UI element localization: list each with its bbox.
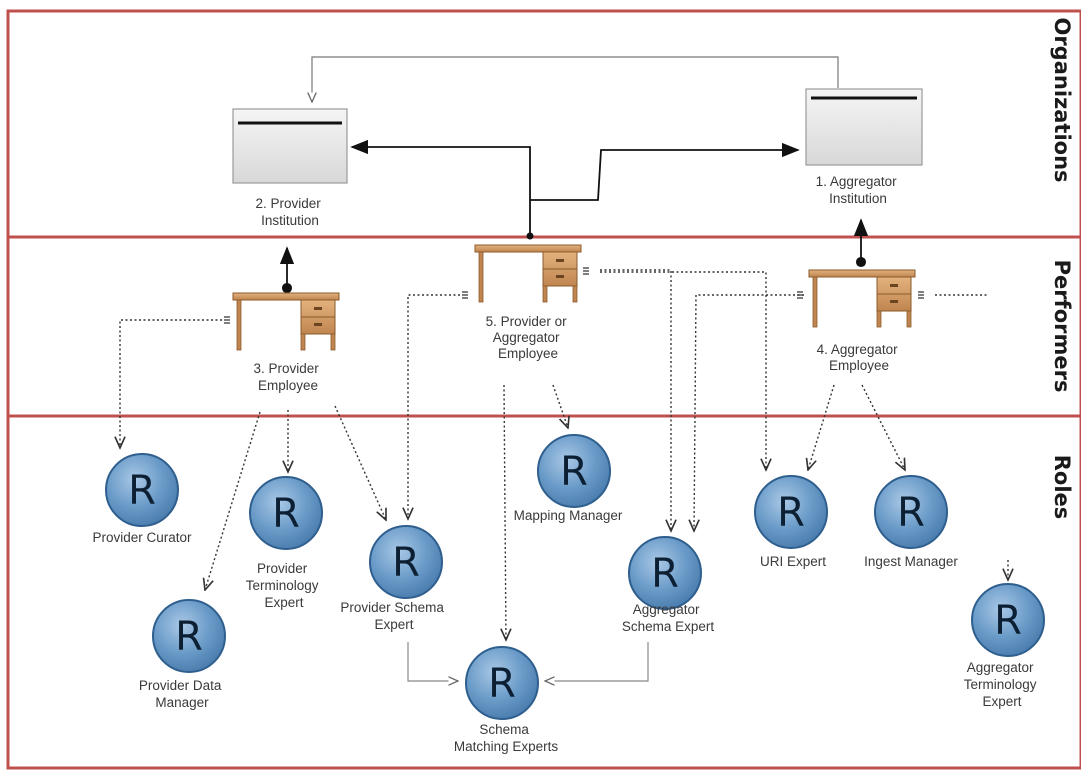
svg-text:R: R: [488, 661, 516, 707]
role-aggregator-terminology-expert: R Aggregator Terminology Expert: [964, 583, 1045, 709]
role-provider-terminology-expert: R Provider Terminology Expert: [246, 476, 323, 610]
junction-dot: [526, 232, 534, 240]
link-p5-to-aggregator-institution: [530, 142, 800, 201]
link-provider-schema-to-matching: [407, 642, 458, 681]
svg-text:R: R: [560, 449, 588, 495]
aggregator-institution: 1. Aggregator Institution: [805, 88, 923, 206]
connectors: [120, 56, 1008, 681]
provider-or-aggregator-employee: 5. Provider or Aggregator Employee: [474, 244, 582, 361]
role-uri-expert: R URI Expert: [754, 475, 828, 569]
svg-text:Mapping Manager: Mapping Manager: [514, 508, 623, 523]
lane-label-organizations: Organizations: [1050, 17, 1074, 182]
link-aggregator-schema-to-matching: [545, 642, 649, 681]
role-provider-schema-expert: R Provider Schema Expert: [340, 525, 447, 632]
provider-institution: 2. Provider Institution: [232, 108, 348, 228]
lane-label-roles: Roles: [1050, 455, 1074, 520]
svg-text:R: R: [392, 540, 420, 586]
svg-text:R: R: [994, 598, 1022, 644]
svg-text:Aggregator Terminology: Aggregator Terminology Expert: [964, 660, 1041, 709]
svg-text:Schema Matching Experts: Schema Matching Experts: [454, 722, 559, 754]
role-schema-matching-experts: R Schema Matching Experts: [454, 646, 559, 754]
svg-text:Provider Schema Expert: Provider Schema Expert: [340, 600, 447, 632]
aggregator-institution-label: 1. Aggregator Institution: [816, 174, 901, 206]
desk-icon: [808, 269, 916, 328]
link-p5-to-provider-institution: [350, 139, 531, 235]
lane-label-performers: Performers: [1050, 260, 1074, 393]
aggregator-employee-label: 4. Aggregator Employee: [817, 342, 902, 373]
svg-text:R: R: [128, 468, 156, 514]
svg-text:R: R: [651, 551, 679, 597]
role-ingest-manager: R Ingest Manager: [864, 475, 958, 569]
svg-text:Ingest Manager: Ingest Manager: [864, 554, 958, 569]
svg-text:Provider Terminology: Provider Terminology Expert: [246, 561, 323, 610]
svg-text:R: R: [272, 491, 300, 537]
swimlane-frame: [6, 9, 1081, 770]
provider-employee-label: 3. Provider Employee: [253, 361, 322, 393]
svg-text:Provider Data Manager: Provider Data Manager: [139, 678, 225, 710]
svg-text:Aggregator Schema Expert: Aggregator Schema Expert: [622, 602, 715, 634]
desk-icon: [232, 292, 340, 351]
svg-text:Provider Curator: Provider Curator: [92, 530, 192, 545]
role-provider-data-manager: R Provider Data Manager: [139, 599, 226, 710]
role-provider-curator: R Provider Curator: [92, 453, 192, 545]
svg-text:URI Expert: URI Expert: [760, 554, 826, 569]
link-aggregator-to-provider: [312, 56, 839, 102]
svg-text:R: R: [175, 614, 203, 660]
role-aggregator-schema-expert: R Aggregator Schema Expert: [622, 536, 715, 634]
provider-employee: 3. Provider Employee: [232, 292, 340, 393]
provider-institution-label: 2. Provider Institution: [255, 196, 324, 228]
aggregator-employee: 4. Aggregator Employee: [808, 269, 916, 373]
svg-text:R: R: [777, 490, 805, 536]
role-mapping-manager: R Mapping Manager: [514, 434, 623, 523]
assignment-markers: [224, 267, 924, 324]
svg-text:R: R: [897, 490, 925, 536]
desk-icon: [474, 244, 582, 303]
provider-or-aggregator-employee-label: 5. Provider or Aggregator Employee: [486, 314, 571, 361]
